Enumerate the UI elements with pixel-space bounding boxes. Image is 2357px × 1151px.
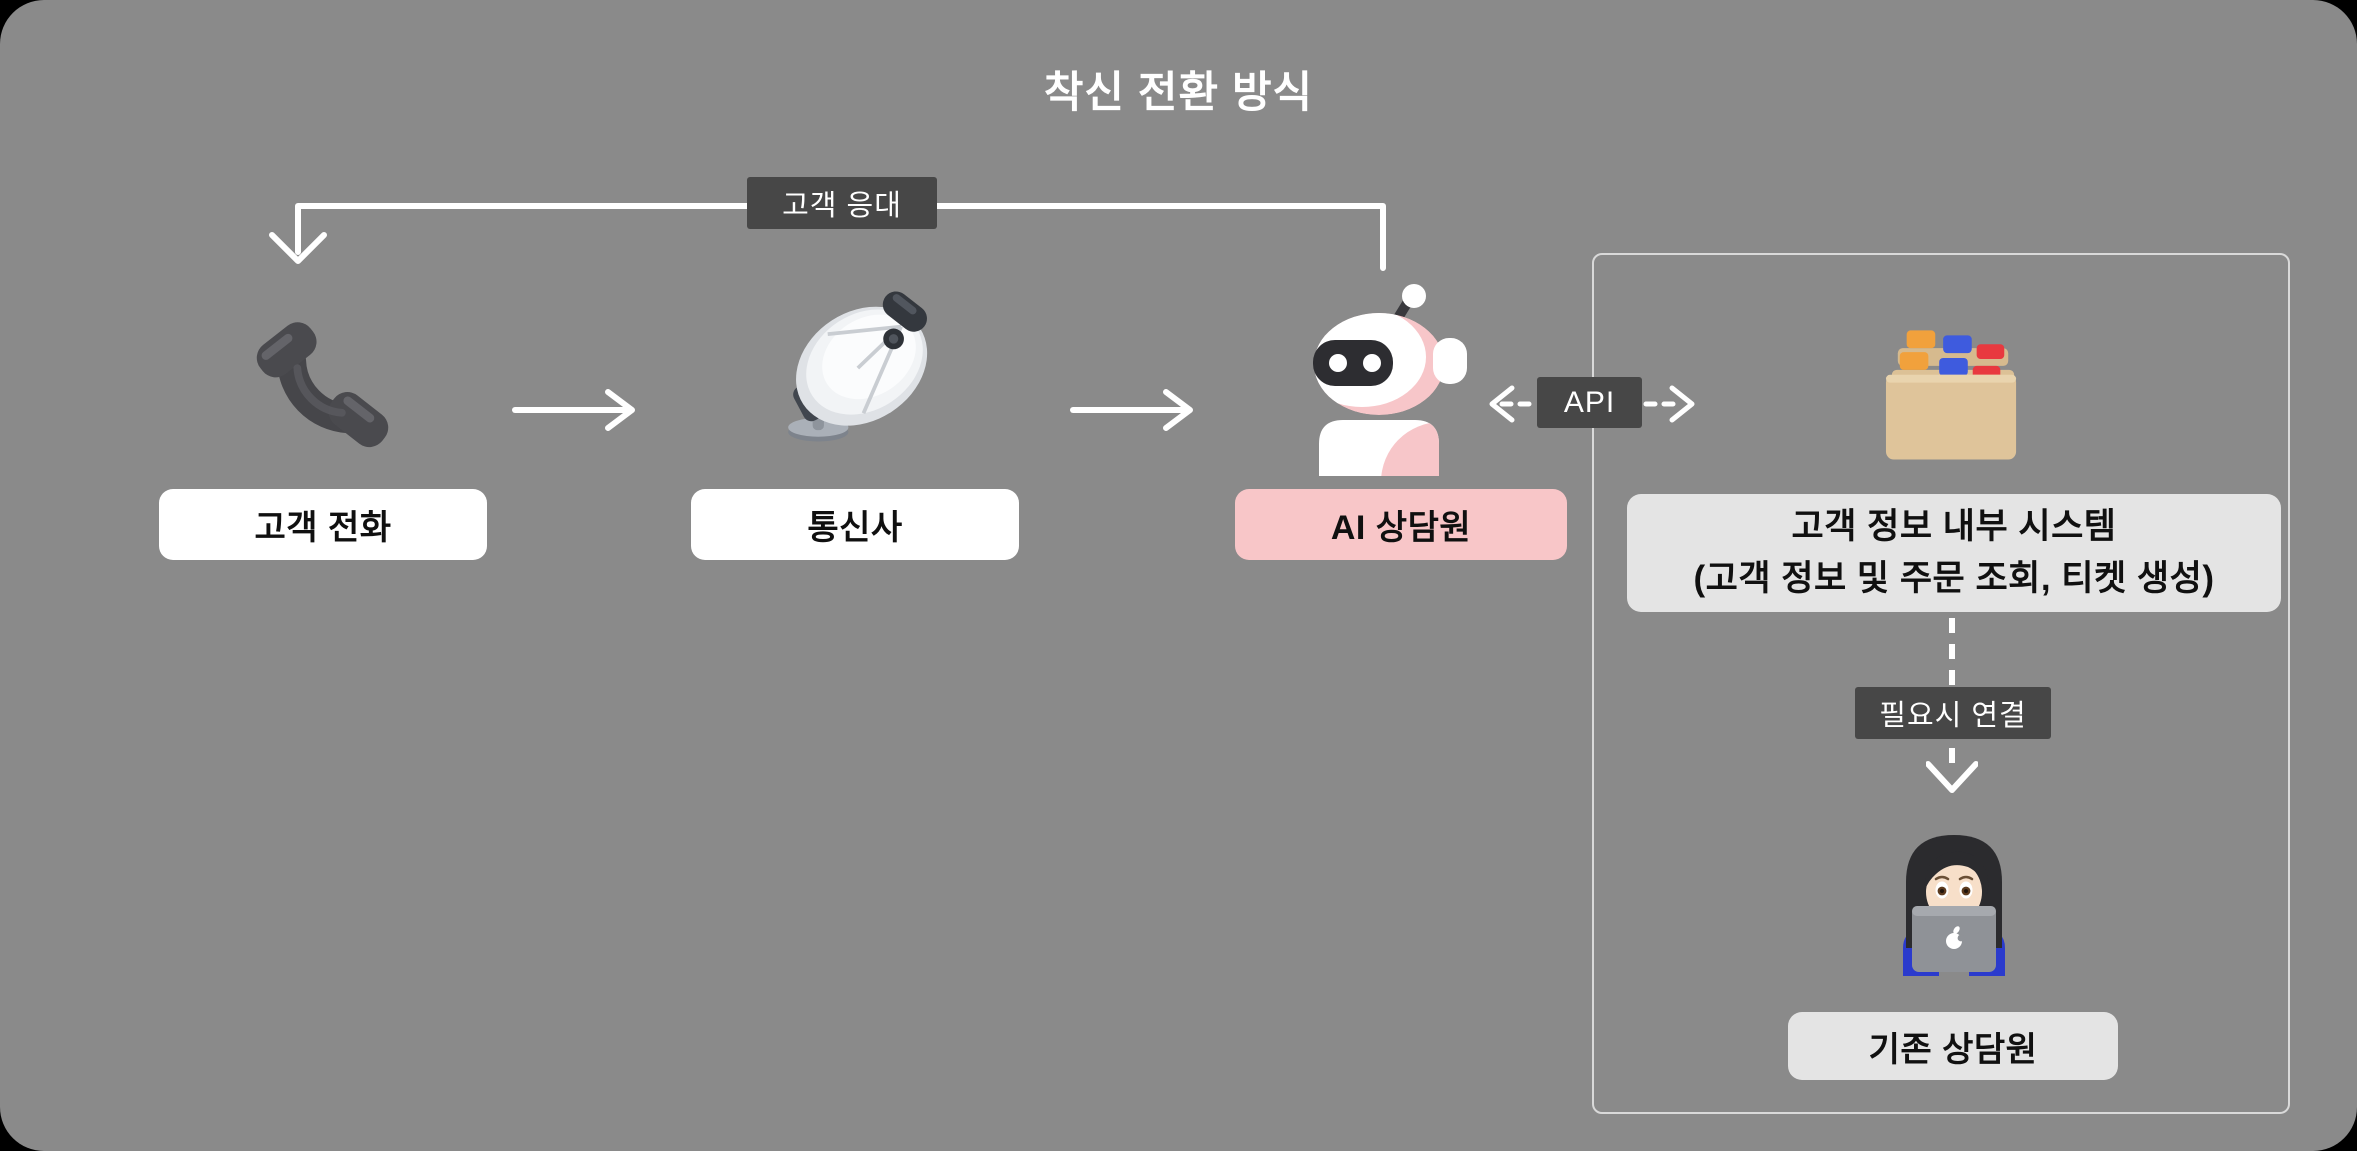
woman-technologist-icon bbox=[1903, 835, 2005, 976]
api-bidirectional-arrow-icon bbox=[1489, 385, 1695, 423]
telephone-receiver-icon bbox=[256, 322, 389, 448]
node-label-customer-call: 고객 전화 bbox=[159, 489, 487, 560]
internal-system-line2: (고객 정보 및 주문 조회, 티켓 생성) bbox=[1693, 559, 2215, 598]
node-label-ai-agent: AI 상담원 bbox=[1235, 489, 1567, 560]
card-file-box-icon bbox=[1885, 330, 2017, 460]
arrowhead-down-icon bbox=[269, 232, 327, 264]
arrow-right-icon bbox=[1070, 389, 1193, 431]
connect-label: 필요시 연결 bbox=[1855, 687, 2051, 739]
node-label-existing-agent: 기존 상담원 bbox=[1788, 1012, 2118, 1080]
robot-icon bbox=[1313, 284, 1467, 476]
node-label-internal-system: 고객 정보 내부 시스템 (고객 정보 및 주문 조회, 티켓 생성) bbox=[1627, 494, 2281, 612]
arrow-right-icon bbox=[512, 389, 635, 431]
connect-dashed-arrow-icon bbox=[1926, 618, 1978, 793]
internal-system-line1: 고객 정보 내부 시스템 bbox=[1791, 506, 2117, 546]
internal-system-panel: 고객 정보 내부 시스템 (고객 정보 및 주문 조회, 티켓 생성) 필요시 … bbox=[1592, 253, 2290, 1114]
callout-label-customer-service: 고객 응대 bbox=[747, 177, 937, 229]
satellite-dish-icon bbox=[788, 291, 928, 442]
api-label: API bbox=[1537, 377, 1642, 428]
page-title: 착신 전환 방식 bbox=[1043, 69, 1314, 117]
node-label-telecom: 통신사 bbox=[691, 489, 1019, 560]
